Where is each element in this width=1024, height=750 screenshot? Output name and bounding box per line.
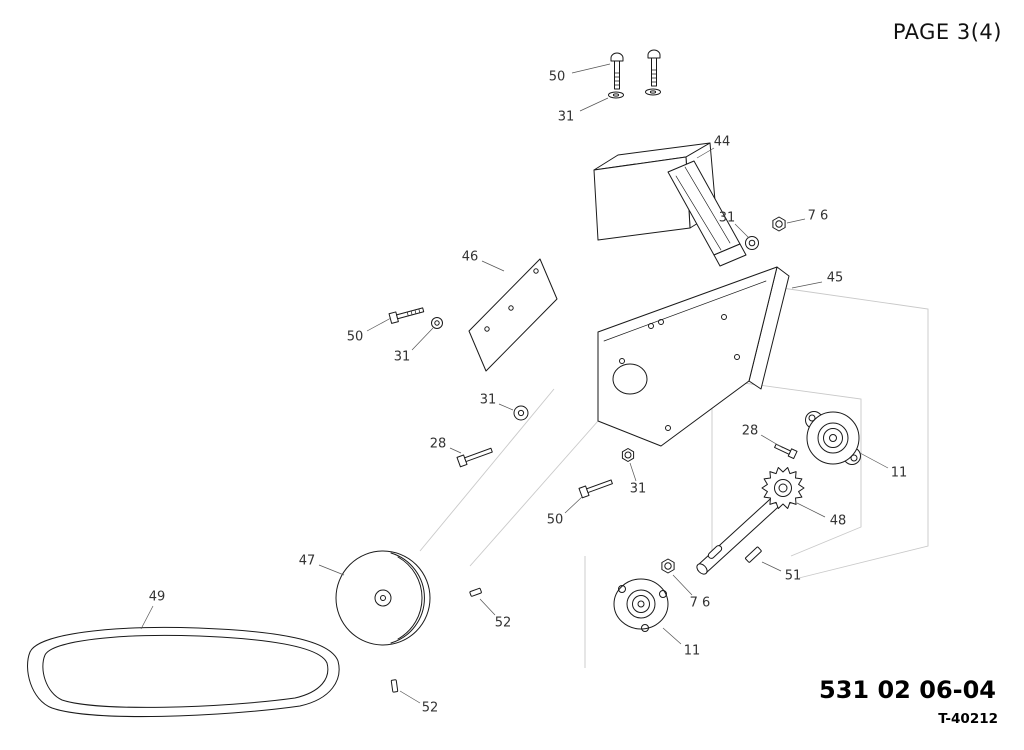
- part-callout-31: 31: [630, 482, 647, 497]
- part-callout-31: 31: [719, 211, 736, 226]
- part-callout-50: 50: [549, 70, 566, 85]
- leader-line: [796, 502, 826, 518]
- v-belt-49: [27, 626, 340, 718]
- part-callout-50: 50: [547, 513, 564, 528]
- part-callout-7-6: 7 6: [808, 209, 829, 224]
- sprocket-48: [761, 467, 805, 509]
- bracket-45: [597, 266, 790, 447]
- part-callout-28: 28: [430, 437, 447, 452]
- part-callout-11: 11: [891, 466, 908, 481]
- part-callout-28: 28: [742, 424, 759, 439]
- bolt-28-left: [456, 447, 493, 468]
- part-number: 531 02 06-04: [819, 676, 996, 704]
- leader-line: [399, 690, 421, 704]
- leader-line: [449, 447, 462, 454]
- part-callouts: 50 31 44 31 7 6 46 45 50 31 31 28 28 11 31 50 48 47 51 49 7…: [140, 63, 908, 716]
- part-callout-46: 46: [462, 250, 479, 265]
- part-callout-52: 52: [422, 701, 439, 716]
- nut-7-washer-6-top: [745, 216, 786, 250]
- part-callout-48: 48: [830, 514, 847, 529]
- leader-line: [696, 147, 715, 159]
- leader-line: [366, 317, 392, 332]
- bolt-50-middle: [578, 479, 613, 499]
- leader-line: [786, 218, 806, 224]
- part-callout-11: 11: [684, 644, 701, 659]
- washer-31-left: [431, 317, 443, 329]
- leader-line: [791, 281, 823, 289]
- part-callout-51: 51: [785, 569, 802, 584]
- leader-line: [579, 97, 609, 112]
- bolt-28-right: [774, 443, 798, 460]
- leader-line: [564, 496, 583, 514]
- leader-line: [411, 327, 434, 351]
- part-callout-31: 31: [558, 110, 575, 125]
- leader-line: [318, 564, 345, 576]
- leader-line: [734, 223, 750, 239]
- leader-line: [672, 574, 693, 596]
- part-callout-31: 31: [394, 350, 411, 365]
- part-callout-47: 47: [299, 554, 316, 569]
- leader-line: [662, 627, 682, 645]
- cover-plate-46: [468, 258, 558, 372]
- part-callout-44: 44: [714, 135, 731, 150]
- part-callout-50: 50: [347, 330, 364, 345]
- leader-line: [481, 260, 505, 272]
- leader-line: [760, 434, 784, 449]
- bearing-11-bottom: [613, 578, 669, 632]
- part-callout-7-6: 7 6: [690, 596, 711, 611]
- drawing-number: T-40212: [938, 711, 998, 727]
- part-callout-52: 52: [495, 616, 512, 631]
- leader-line: [571, 63, 611, 74]
- nut-7-washer-6-bottom: [661, 558, 675, 574]
- key-51: [745, 546, 762, 563]
- pulley-47: [335, 550, 431, 646]
- leader-line: [479, 598, 496, 616]
- part-callout-49: 49: [149, 590, 166, 605]
- leader-line: [859, 452, 889, 469]
- leader-line: [629, 462, 637, 482]
- part-callout-45: 45: [827, 271, 844, 286]
- carriage-bolts-50: [610, 49, 661, 90]
- washer-31-middle: [513, 405, 529, 421]
- belt-guard-44: [593, 142, 747, 267]
- key-52-bottom: [390, 679, 399, 693]
- bolt-50-left: [388, 307, 425, 324]
- leader-line: [140, 605, 154, 630]
- leader-line: [761, 561, 782, 572]
- part-callout-31: 31: [480, 393, 497, 408]
- nut-31-middle: [621, 448, 635, 462]
- leader-line: [498, 403, 514, 411]
- bearing-11-top: [805, 411, 861, 465]
- page-header: PAGE 3(4): [892, 20, 1002, 44]
- key-52-side: [469, 587, 482, 597]
- construction-lines: [419, 287, 929, 668]
- washers-31-top: [608, 88, 661, 99]
